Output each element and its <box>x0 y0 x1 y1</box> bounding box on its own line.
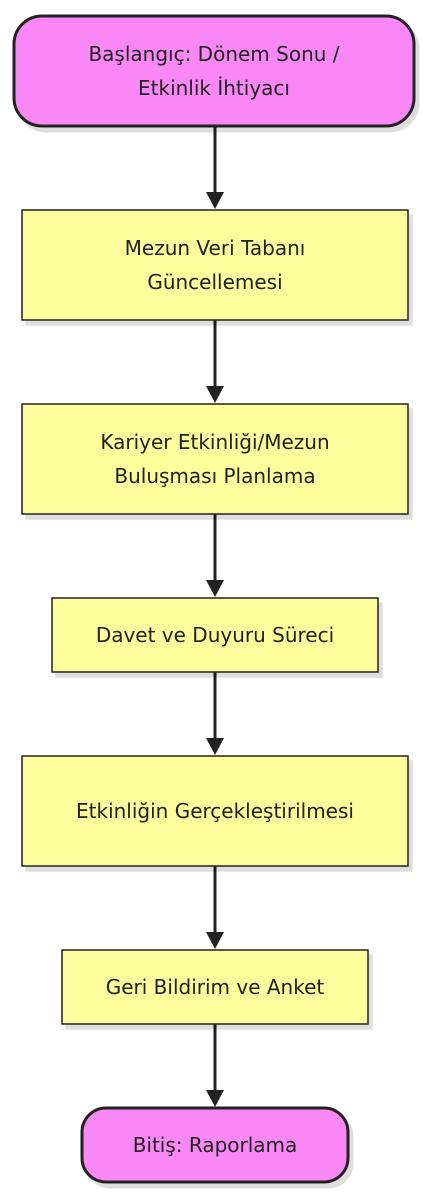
node-box <box>12 14 416 128</box>
node-label: Bitiş: Raporlama <box>133 1133 298 1157</box>
arrow-head-icon <box>206 1090 224 1107</box>
node-box <box>61 949 369 1025</box>
edge-arrow <box>206 320 224 403</box>
node-label: Geri Bildirim ve Anket <box>106 975 325 999</box>
start-node: Başlangıç: Dönem Sonu / Etkinlik İhtiyacı <box>12 14 416 128</box>
arrow-head-icon <box>206 386 224 403</box>
node-label: Etkinlik İhtiyacı <box>138 76 290 100</box>
process-node-feedback: Geri Bildirim ve Anket <box>61 949 369 1025</box>
arrow-head-icon <box>206 932 224 949</box>
arrow-head-icon <box>206 192 224 209</box>
node-label: Mezun Veri Tabanı <box>125 236 306 260</box>
edges-layer <box>206 126 224 1107</box>
node-label: Kariyer Etkinliği/Mezun <box>100 430 329 454</box>
arrow-head-icon <box>206 580 224 597</box>
node-label: Davet ve Duyuru Süreci <box>96 623 334 647</box>
process-node-event-execution: Etkinliğin Gerçekleştirilmesi <box>21 755 409 867</box>
edge-arrow <box>206 1024 224 1107</box>
edge-arrow <box>206 514 224 597</box>
node-box <box>51 597 379 673</box>
node-box <box>21 755 409 867</box>
edge-arrow <box>206 672 224 755</box>
nodes-layer: Başlangıç: Dönem Sonu / Etkinlik İhtiyacı… <box>12 14 416 1184</box>
node-box <box>21 403 409 515</box>
node-label: Güncellemesi <box>147 270 282 294</box>
edge-arrow <box>206 866 224 949</box>
arrow-head-icon <box>206 738 224 755</box>
process-node-invitation: Davet ve Duyuru Süreci <box>51 597 379 673</box>
node-box <box>80 1106 350 1184</box>
node-label: Etkinliğin Gerçekleştirilmesi <box>76 799 354 823</box>
end-node: Bitiş: Raporlama <box>80 1106 350 1184</box>
edge-arrow <box>206 126 224 209</box>
node-label: Başlangıç: Dönem Sonu / <box>88 42 339 66</box>
node-box <box>21 209 409 321</box>
node-label: Buluşması Planlama <box>114 464 315 488</box>
